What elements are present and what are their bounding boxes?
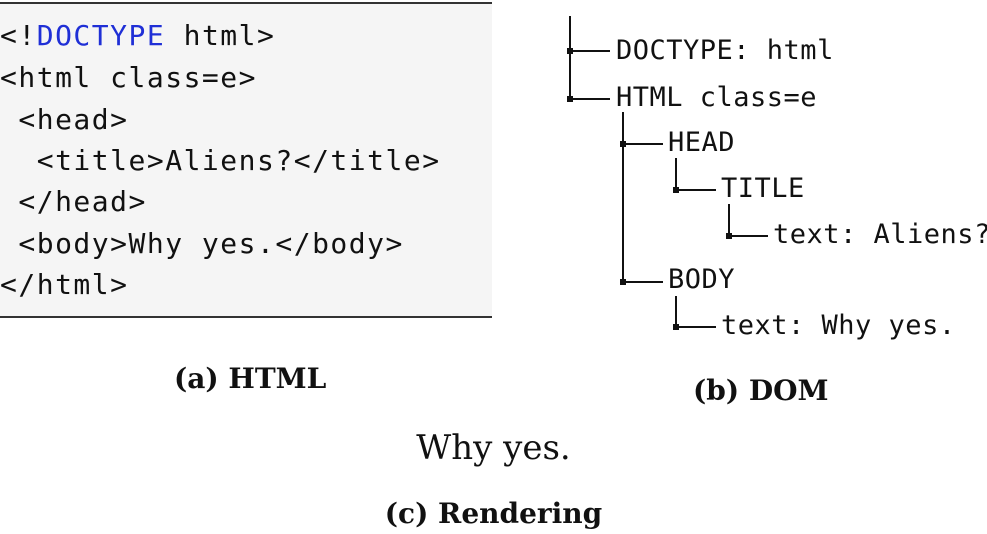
code-line-head-open: <head>	[0, 103, 129, 136]
dom-node-head: HEAD	[668, 127, 736, 158]
code-doctype-prefix: <!	[0, 19, 37, 52]
dom-caption: (b) DOM	[693, 374, 829, 407]
dom-node-title: TITLE	[721, 173, 805, 204]
dom-node-doctype: DOCTYPE: html	[616, 35, 834, 66]
body-text-junction-dot	[673, 324, 679, 330]
code-line-doctype: <!DOCTYPE html>	[0, 16, 275, 56]
title-junction-dot	[673, 187, 679, 193]
head-junction-dot	[620, 141, 626, 147]
rendered-output-text: Why yes.	[416, 428, 571, 468]
code-line-body: <body>Why yes.</body>	[0, 227, 404, 260]
html-caption: (a) HTML	[174, 362, 327, 395]
code-line-html-open: <html class=e>	[0, 61, 258, 94]
body-junction-dot	[620, 279, 626, 285]
doctype-junction-dot	[567, 48, 573, 54]
code-doctype-keyword: DOCTYPE	[36, 19, 166, 52]
dom-node-html: HTML class=e	[616, 82, 818, 113]
html-junction-dot	[567, 96, 573, 102]
html-source-panel: <!DOCTYPE html> <html class=e> <head> <t…	[0, 2, 492, 318]
dom-node-body: BODY	[668, 264, 736, 295]
code-doctype-suffix: html>	[165, 19, 276, 52]
dom-node-title-text: text: Aliens?	[773, 219, 987, 250]
rendering-caption: (c) Rendering	[384, 497, 603, 530]
title-text-junction-dot	[726, 233, 732, 239]
code-line-head-close: </head>	[0, 185, 147, 218]
code-line-html-close: </html>	[0, 268, 129, 301]
code-line-title: <title>Aliens?</title>	[0, 144, 441, 177]
dom-node-body-text: text: Why yes.	[721, 310, 956, 341]
